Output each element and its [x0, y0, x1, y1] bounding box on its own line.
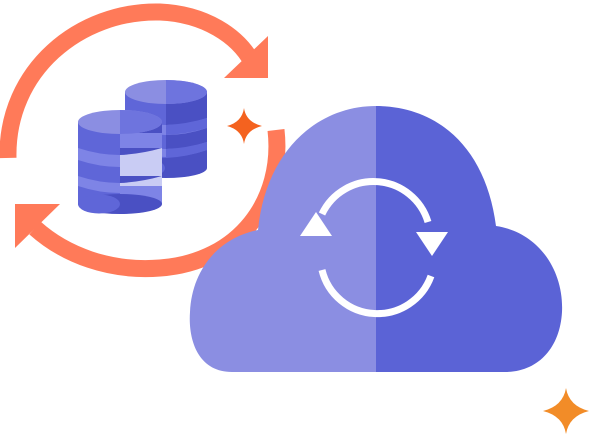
sparkle-icon-large: [543, 388, 589, 434]
database-cylinder-front: [78, 110, 162, 214]
sparkle-icon: [227, 108, 262, 144]
refresh-arrowhead-top: [224, 36, 268, 78]
cloud-icon: [189, 106, 563, 372]
sync-arrows-icon: [300, 178, 448, 318]
refresh-arrowhead-bottom: [15, 204, 60, 248]
refresh-arc-top: [0, 3, 260, 159]
database-stack-icon: [78, 80, 207, 214]
